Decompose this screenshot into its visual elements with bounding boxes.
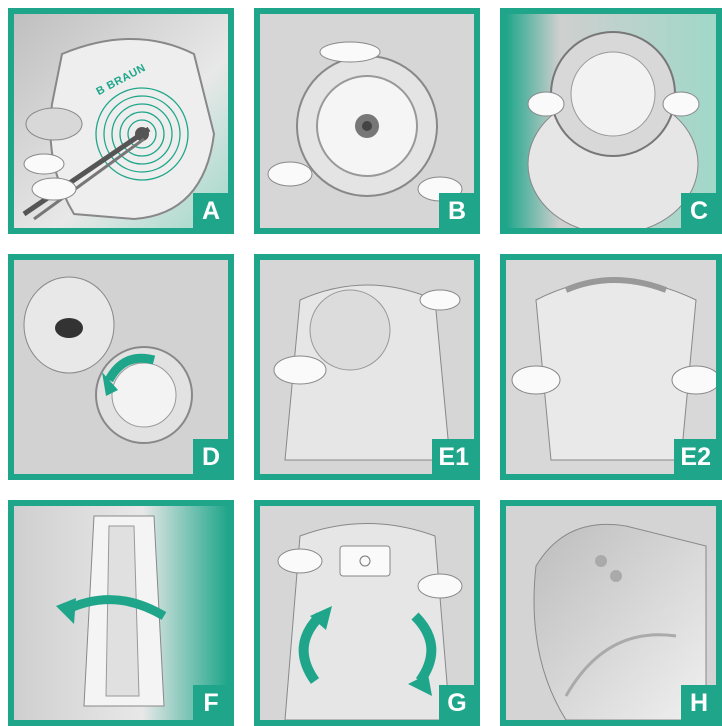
panel-a: B BRAUN A	[8, 8, 234, 234]
step-label-g: G	[439, 685, 475, 721]
step-label-e1: E1	[432, 439, 475, 475]
panel-e2: E2	[500, 254, 722, 480]
panel-g: G	[254, 500, 480, 726]
panel-b: B	[254, 8, 480, 234]
panel-f: F	[8, 500, 234, 726]
step-label-c: C	[681, 193, 717, 229]
step-label-d: D	[193, 439, 229, 475]
step-label-h: H	[681, 685, 717, 721]
panel-e1: E1	[254, 254, 480, 480]
step-label-f: F	[193, 685, 229, 721]
panel-h: H	[500, 500, 722, 726]
panel-d: D	[8, 254, 234, 480]
panel-c: C	[500, 8, 722, 234]
step-label-b: B	[439, 193, 475, 229]
step-label-e2: E2	[674, 439, 717, 475]
step-label-a: A	[193, 193, 229, 229]
